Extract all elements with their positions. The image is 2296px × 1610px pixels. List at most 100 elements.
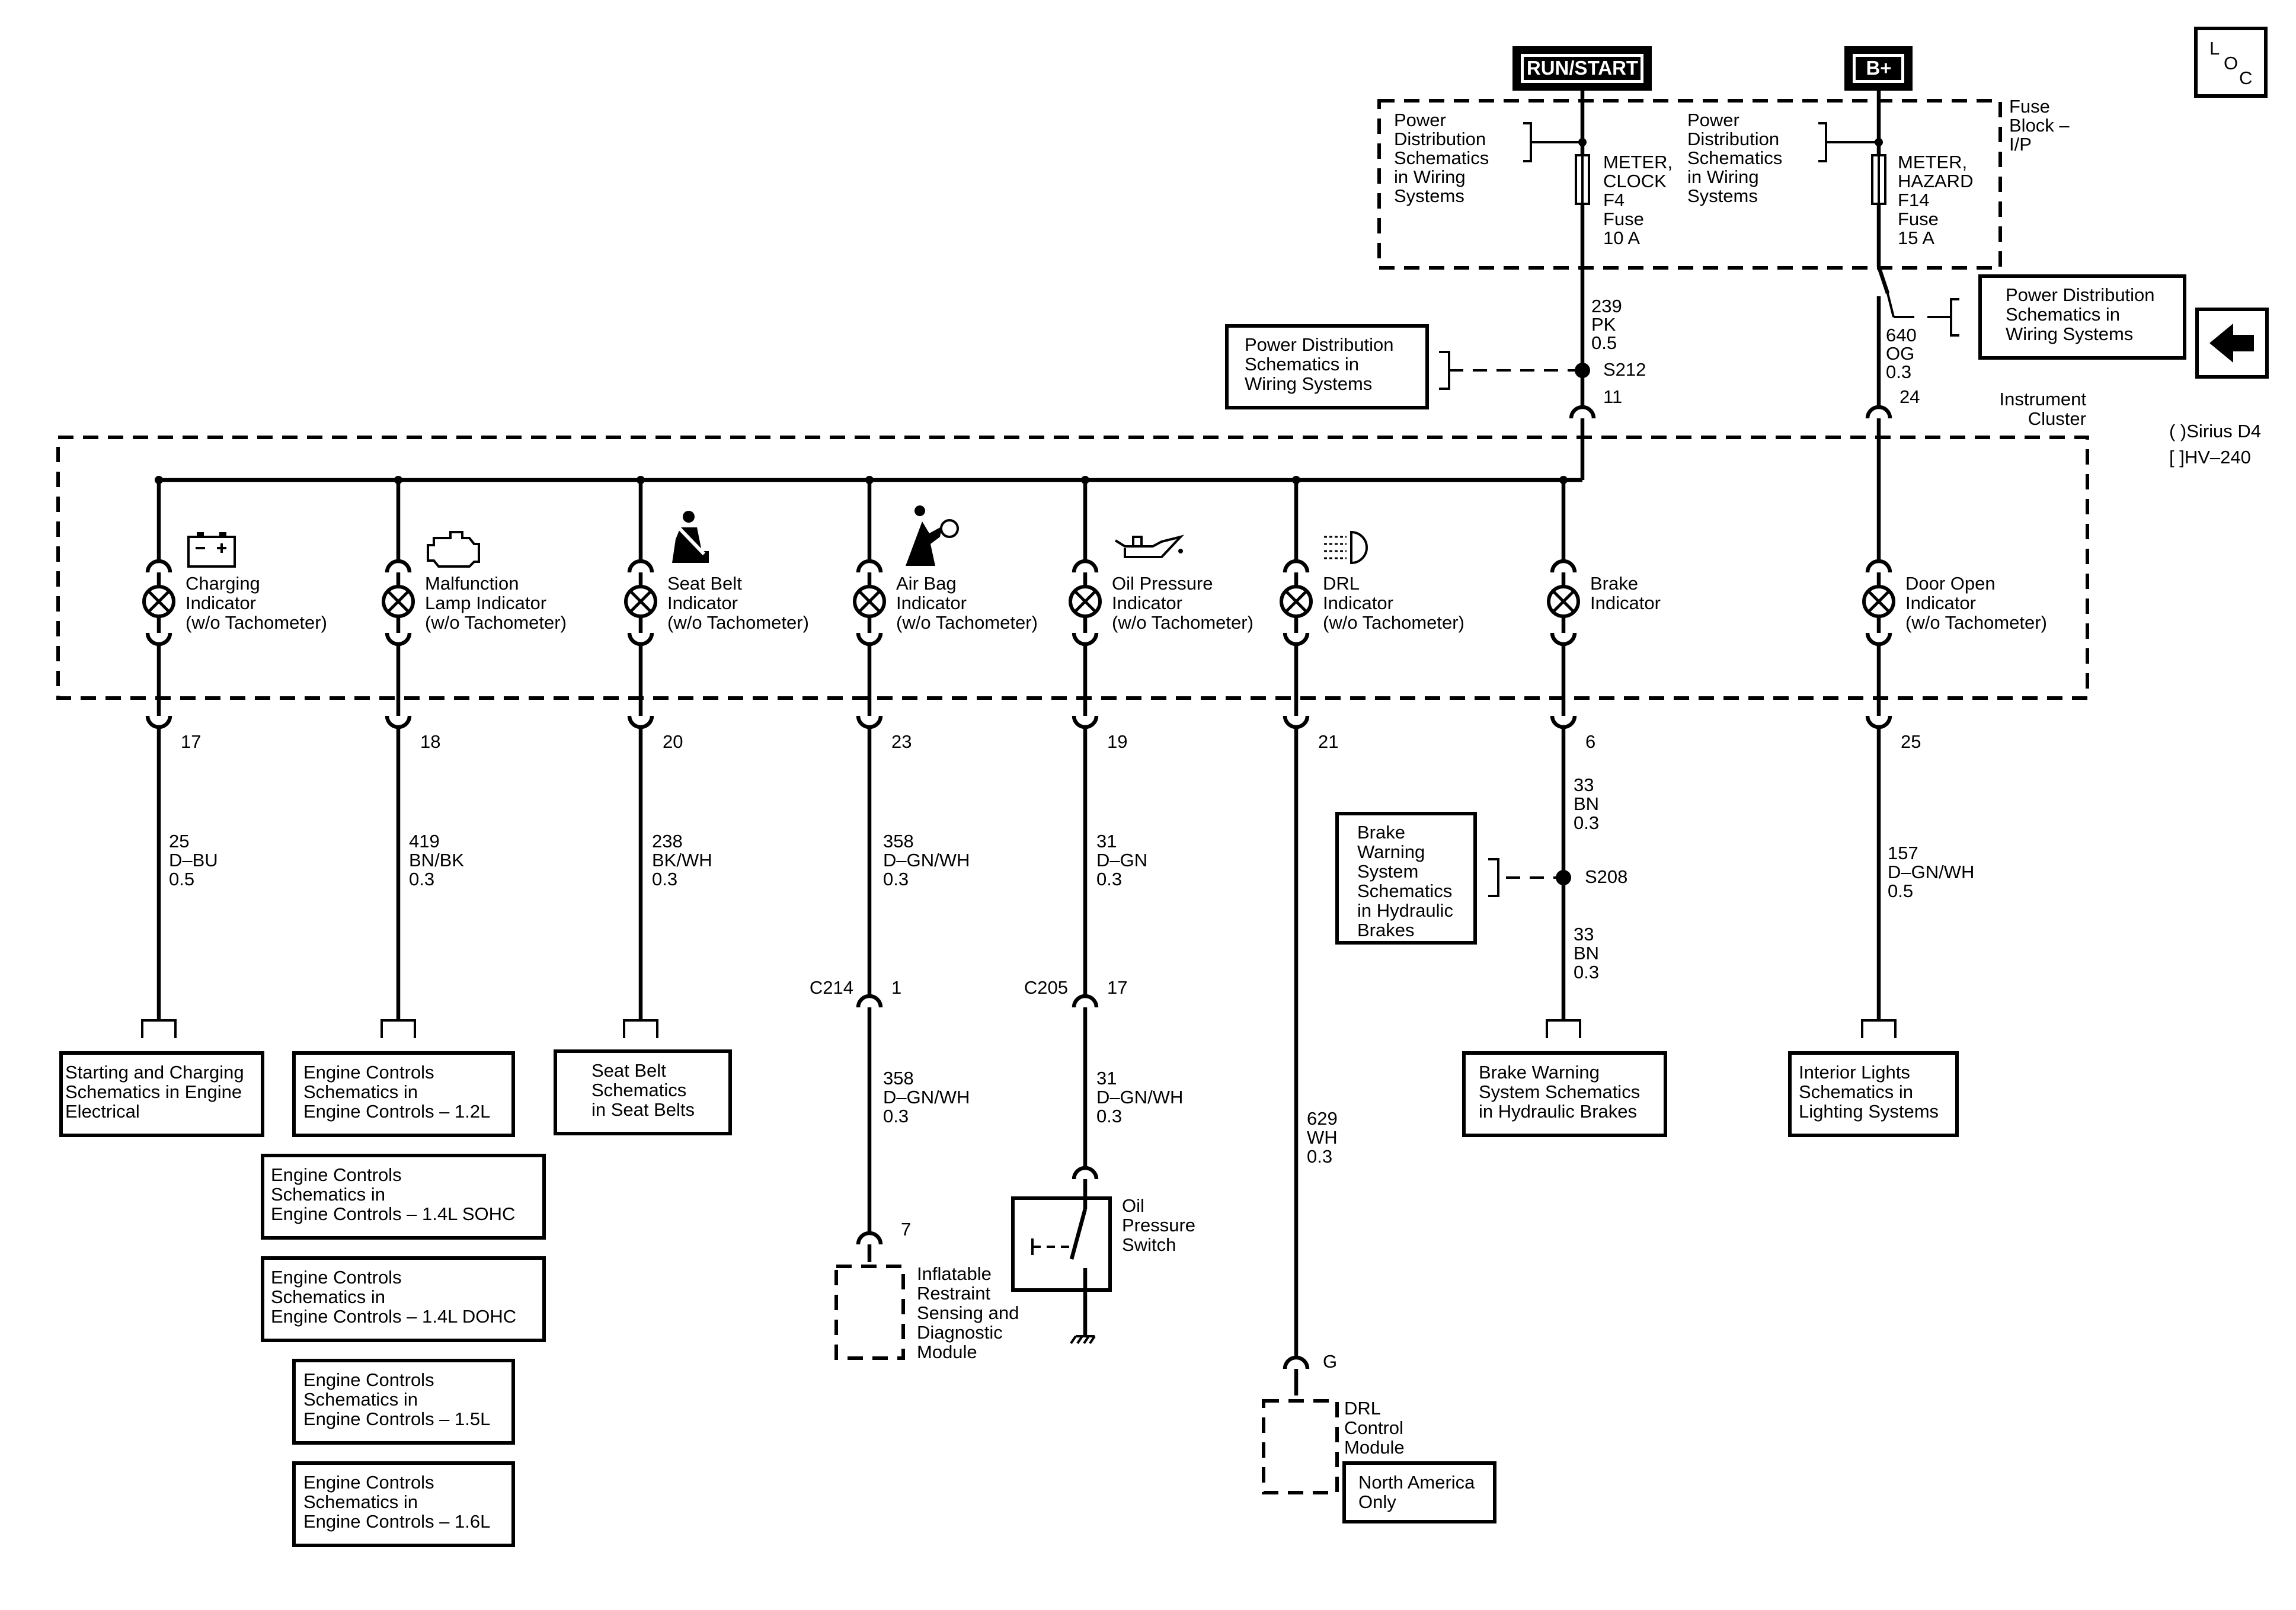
svg-text:Engine Controls: Engine Controls (271, 1164, 402, 1185)
restraint-module-outline (834, 1265, 905, 1360)
svg-text:D–GN/WH: D–GN/WH (883, 850, 970, 870)
pd-schematics-box-left[interactable]: Power Distribution Schematics in Wiring … (1225, 324, 1429, 409)
svg-text:Schematics: Schematics (591, 1080, 686, 1100)
svg-text:Lighting Systems: Lighting Systems (1799, 1101, 1939, 1122)
svg-text:in Hydraulic: in Hydraulic (1357, 900, 1453, 921)
svg-text:Engine Controls: Engine Controls (271, 1267, 402, 1288)
svg-text:BN: BN (1574, 943, 1599, 964)
engine-icon (427, 531, 480, 568)
svg-text:Interior Lights: Interior Lights (1799, 1062, 1910, 1083)
restraint-module-label[interactable]: Inflatable Restraint Sensing and Diagnos… (917, 1263, 1019, 1362)
svg-text:0.3: 0.3 (883, 869, 909, 889)
pd-schematics-box-right[interactable]: Power Distribution Schematics in Wiring … (1978, 274, 2186, 360)
svg-text:Module: Module (1344, 1437, 1405, 1458)
oil-pressure-switch-label[interactable]: Oil Pressure Switch (1122, 1195, 1195, 1255)
brake-pin: 6 (1585, 731, 1595, 752)
seat-belt-pin: 20 (663, 731, 683, 752)
svg-text:Warning: Warning (1357, 841, 1425, 862)
ref-engine-1-5[interactable]: Engine Controls Schematics in Engine Con… (292, 1359, 515, 1445)
svg-text:F14: F14 (1898, 190, 1929, 210)
drl-module-label[interactable]: DRL Control Module (1344, 1398, 1405, 1458)
ref-seat-belt[interactable]: Seat Belt Schematics in Seat Belts (554, 1049, 732, 1135)
ref-interior-lights[interactable]: Interior Lights Schematics in Lighting S… (1788, 1051, 1959, 1137)
oil-wire-label: 31 D–GN 0.3 (1096, 831, 1147, 889)
svg-text:BK/WH: BK/WH (652, 850, 712, 870)
svg-text:Fuse: Fuse (2009, 96, 2050, 117)
svg-text:D–GN/WH: D–GN/WH (1888, 862, 1974, 882)
svg-text:31: 31 (1096, 1068, 1117, 1089)
svg-text:CLOCK: CLOCK (1603, 171, 1667, 191)
seat-belt-wire-label: 238 BK/WH 0.3 (652, 831, 712, 889)
svg-text:DRL: DRL (1323, 573, 1360, 594)
svg-text:Starting and Charging: Starting and Charging (65, 1062, 244, 1083)
air-bag-icon (906, 505, 959, 566)
svg-text:Distribution: Distribution (1687, 129, 1779, 149)
svg-text:DRL: DRL (1344, 1398, 1381, 1419)
svg-text:Pressure: Pressure (1122, 1215, 1195, 1235)
oil-can-icon (1114, 534, 1185, 558)
svg-text:Power: Power (1687, 110, 1739, 130)
ref-engine-1-2[interactable]: Engine Controls Schematics in Engine Con… (292, 1051, 515, 1137)
battery-icon (187, 532, 236, 568)
previous-page-arrow-icon[interactable] (2195, 308, 2269, 379)
pd-schematics-inner-right[interactable]: Power Distribution Schematics in Wiring … (1687, 110, 1782, 206)
svg-text:Air Bag: Air Bag (896, 573, 957, 594)
pd-schematics-inner-left[interactable]: Power Distribution Schematics in Wiring … (1394, 110, 1489, 206)
svg-text:Lamp Indicator: Lamp Indicator (425, 593, 546, 613)
ref-engine-1-4-sohc[interactable]: Engine Controls Schematics in Engine Con… (261, 1154, 546, 1240)
connector-c214-label: C214 1 358 D–GN/WH 0.3 7 (810, 977, 970, 1240)
svg-text:Fuse: Fuse (1898, 209, 1939, 229)
svg-text:S212: S212 (1603, 359, 1646, 380)
svg-text:Door Open: Door Open (1905, 573, 1996, 594)
svg-text:PK: PK (1591, 314, 1616, 335)
svg-text:Cluster: Cluster (2028, 408, 2086, 429)
svg-text:238: 238 (652, 831, 683, 852)
door-open-lamp-icon (1862, 585, 1895, 618)
ref-starting-charging[interactable]: Starting and Charging Schematics in Engi… (59, 1051, 264, 1137)
splice-s208-label: S208 (1585, 866, 1627, 887)
svg-text:0.3: 0.3 (1574, 962, 1599, 982)
svg-text:0.5: 0.5 (1591, 332, 1617, 353)
connector-c205-label: C205 17 31 D–GN/WH 0.3 (1024, 977, 1184, 1126)
brake-wire-label: 33 BN 0.3 (1574, 774, 1599, 833)
svg-text:Wiring Systems: Wiring Systems (1245, 373, 1372, 394)
svg-text:11: 11 (1603, 386, 1622, 407)
svg-text:Schematics: Schematics (1394, 148, 1489, 168)
svg-text:Indicator: Indicator (896, 593, 967, 613)
air-bag-lamp-icon (853, 585, 886, 618)
svg-text:Indicator: Indicator (186, 593, 256, 613)
svg-text:Block –: Block – (2009, 115, 2070, 136)
svg-text:Wiring Systems: Wiring Systems (2006, 324, 2133, 344)
svg-text:System: System (1357, 861, 1418, 882)
fuse-f14-label: METER, HAZARD F14 Fuse 15 A (1898, 152, 1973, 248)
location-box[interactable]: L O C (2194, 27, 2268, 98)
ref-engine-1-6[interactable]: Engine Controls Schematics in Engine Con… (292, 1461, 515, 1547)
ref-brake-warning-left[interactable]: Brake Warning System Schematics in Hydra… (1335, 812, 1477, 945)
svg-text:(w/o Tachometer): (w/o Tachometer) (1112, 612, 1253, 633)
svg-text:Instrument: Instrument (2000, 389, 2087, 409)
ref-engine-1-4-dohc[interactable]: Engine Controls Schematics in Engine Con… (261, 1256, 546, 1342)
charging-lamp-icon (142, 585, 175, 618)
svg-text:in Wiring: in Wiring (1687, 167, 1759, 187)
ground-icon (1070, 1335, 1096, 1345)
b-plus-label: B+ (1866, 57, 1891, 79)
svg-text:I/P: I/P (2009, 134, 2032, 155)
svg-text:(w/o Tachometer): (w/o Tachometer) (1323, 612, 1464, 633)
svg-text:0.5: 0.5 (1888, 881, 1913, 901)
svg-text:Engine Controls – 1.5L: Engine Controls – 1.5L (303, 1409, 490, 1429)
svg-text:0.3: 0.3 (1096, 1106, 1122, 1126)
svg-text:640: 640 (1886, 325, 1917, 345)
oil-pressure-switch (1011, 1179, 1112, 1345)
svg-text:( )Sirius D4: ( )Sirius D4 (2169, 421, 2261, 441)
svg-text:1: 1 (891, 977, 901, 998)
oil-pressure-lamp-icon (1069, 585, 1102, 618)
loc-o: O (2224, 53, 2238, 73)
svg-text:Brake Warning: Brake Warning (1479, 1062, 1600, 1083)
ref-brake-warning-bottom[interactable]: Brake Warning System Schematics in Hydra… (1462, 1051, 1667, 1137)
svg-text:Power Distribution: Power Distribution (2006, 284, 2155, 305)
